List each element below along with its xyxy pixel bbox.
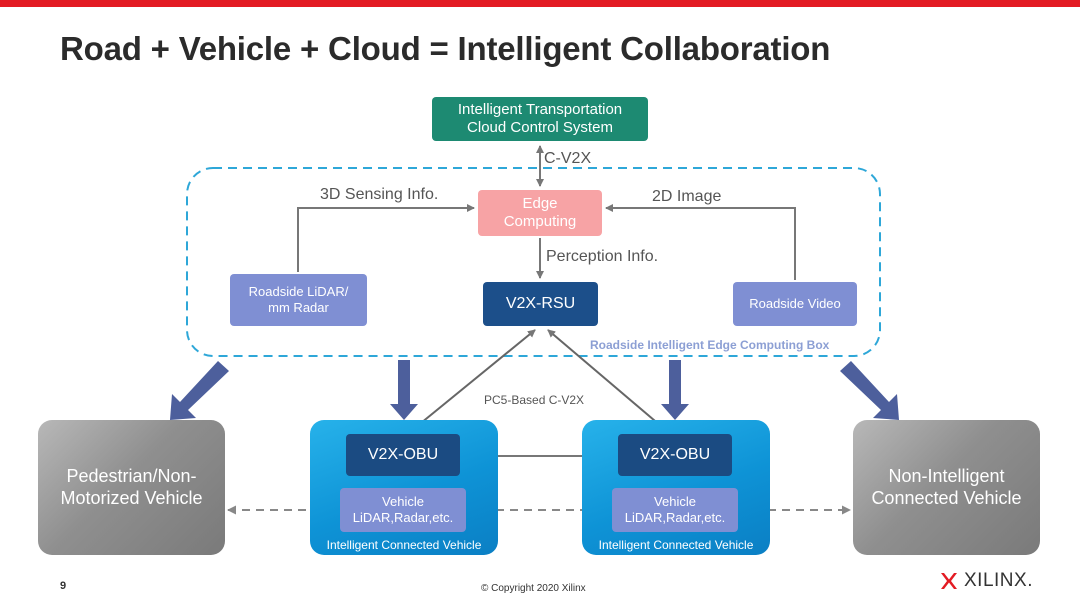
edge-box-label: Roadside Intelligent Edge Computing Box bbox=[590, 338, 830, 352]
slide-title: Road + Vehicle + Cloud = Intelligent Col… bbox=[60, 30, 831, 67]
xilinx-mark-icon bbox=[941, 573, 957, 589]
non-intelligent-vehicle-node: Non-Intelligent Connected Vehicle bbox=[853, 420, 1040, 555]
v2x-rsu-node: V2X-RSU bbox=[483, 282, 598, 326]
box-to-veh1-arrow bbox=[390, 360, 418, 420]
page-number: 9 bbox=[60, 580, 67, 592]
cv2x-label: C-V2X bbox=[544, 150, 592, 167]
pedestrian-node: Pedestrian/Non- Motorized Vehicle bbox=[38, 420, 225, 555]
logo-text: XILINX. bbox=[964, 570, 1033, 591]
copyright-text: © Copyright 2020 Xilinx bbox=[481, 583, 586, 594]
vehicle-sensors-right: Vehicle LiDAR,Radar,etc. bbox=[612, 488, 738, 532]
vehicle-label-left: Intelligent Connected Vehicle bbox=[326, 538, 482, 552]
perception-info-label: Perception Info. bbox=[546, 248, 659, 265]
pc5-label: PC5-Based C-V2X bbox=[484, 393, 585, 407]
edge-computing-node: Edge Computing bbox=[478, 190, 602, 236]
video-to-edge-link bbox=[605, 204, 796, 280]
obu-right: V2X-OBU bbox=[618, 434, 732, 476]
vehicle-sensors-left: Vehicle LiDAR,Radar,etc. bbox=[340, 488, 466, 532]
roadside-video-node: Roadside Video bbox=[733, 282, 857, 326]
box-to-nonint-arrow bbox=[840, 361, 899, 420]
box-to-ped-arrow bbox=[170, 361, 229, 420]
lidar-to-edge-link bbox=[297, 204, 475, 272]
top-accent-bar bbox=[0, 0, 1080, 7]
vehicle-label-right: Intelligent Connected Vehicle bbox=[598, 538, 754, 552]
box-to-veh2-arrow bbox=[661, 360, 689, 420]
intelligent-vehicle-left: V2X-OBU Vehicle LiDAR,Radar,etc. Intelli… bbox=[310, 420, 498, 555]
image-label: 2D Image bbox=[652, 188, 722, 205]
edge-computing-box-border bbox=[186, 167, 881, 357]
cloud-control-system-node: Intelligent Transportation Cloud Control… bbox=[432, 97, 648, 141]
sensing-info-label: 3D Sensing Info. bbox=[320, 186, 439, 203]
xilinx-logo: XILINX. bbox=[940, 570, 1033, 592]
obu-left: V2X-OBU bbox=[346, 434, 460, 476]
pc5-right-link bbox=[547, 329, 669, 433]
intelligent-vehicle-right: V2X-OBU Vehicle LiDAR,Radar,etc. Intelli… bbox=[582, 420, 770, 555]
pc5-left-link bbox=[409, 329, 536, 433]
roadside-lidar-node: Roadside LiDAR/ mm Radar bbox=[230, 274, 367, 326]
